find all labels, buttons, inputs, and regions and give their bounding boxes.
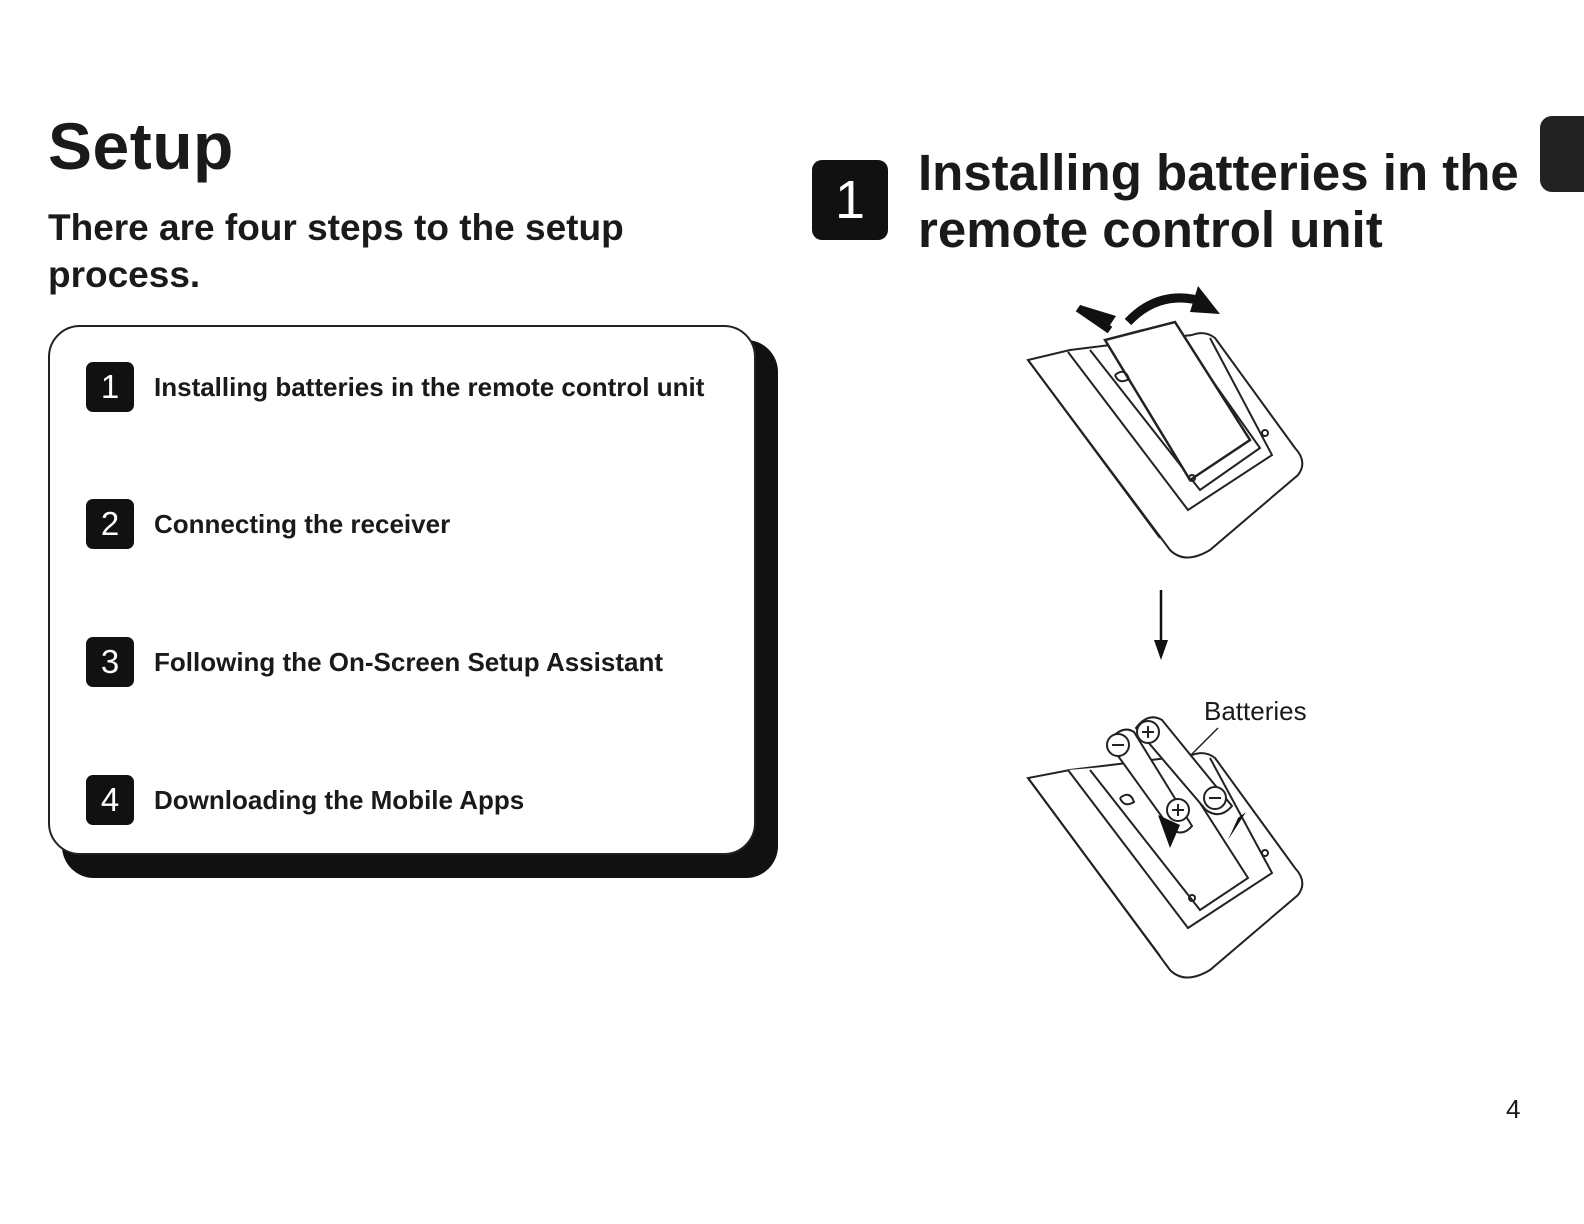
batteries-label: Batteries bbox=[1204, 696, 1307, 727]
intro-text: There are four steps to the setup proces… bbox=[48, 204, 688, 298]
batteries-leader-line bbox=[1190, 728, 1218, 756]
step-number-badge: 2 bbox=[86, 499, 134, 549]
step-label: Following the On-Screen Setup Assistant bbox=[154, 647, 663, 678]
step-label: Downloading the Mobile Apps bbox=[154, 785, 524, 816]
remote-cover-open-drawing bbox=[1028, 322, 1302, 558]
step-label: Installing batteries in the remote contr… bbox=[154, 372, 704, 403]
page-number: 4 bbox=[1506, 1094, 1520, 1125]
step-number-badge: 3 bbox=[86, 637, 134, 687]
battery-install-illustration bbox=[1010, 280, 1330, 1000]
down-arrow-icon bbox=[1154, 590, 1168, 660]
step-item-3: 3 Following the On-Screen Setup Assistan… bbox=[86, 637, 663, 687]
arrow-lift-cover-icon bbox=[1078, 286, 1220, 330]
step-number-badge: 1 bbox=[86, 362, 134, 412]
step-label: Connecting the receiver bbox=[154, 509, 450, 540]
page-edge-tab bbox=[1540, 116, 1584, 192]
step-item-2: 2 Connecting the receiver bbox=[86, 499, 450, 549]
step-item-1: 1 Installing batteries in the remote con… bbox=[86, 362, 704, 412]
page-title: Setup bbox=[48, 108, 234, 184]
section-heading: Installing batteries in the remote contr… bbox=[918, 144, 1538, 258]
section-number-badge: 1 bbox=[812, 160, 888, 240]
steps-box: 1 Installing batteries in the remote con… bbox=[48, 325, 756, 855]
step-number-badge: 4 bbox=[86, 775, 134, 825]
step-item-4: 4 Downloading the Mobile Apps bbox=[86, 775, 524, 825]
